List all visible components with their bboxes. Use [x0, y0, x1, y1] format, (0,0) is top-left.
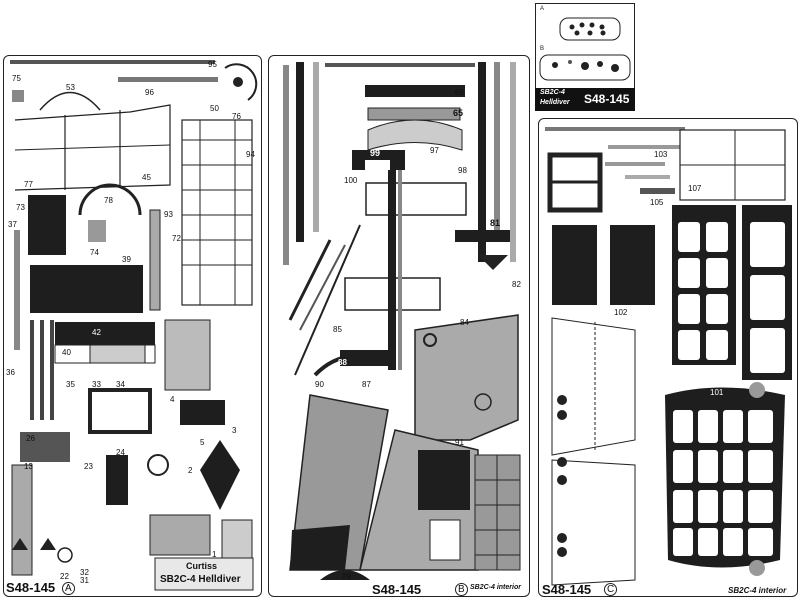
fret-a-caption-line1: Curtiss — [186, 561, 218, 571]
fret-a-part-22: 22 — [60, 572, 69, 581]
fret-a-part-45: 45 — [142, 173, 151, 182]
fret-a-part-26: 26 — [26, 434, 35, 443]
fret-a-part-35: 35 — [66, 380, 75, 389]
fret-b-part-65: 65 — [453, 108, 464, 118]
fret-a-part-75: 75 — [12, 74, 21, 83]
fret-a-part-5: 5 — [200, 438, 205, 447]
fret-a-part-73: 73 — [16, 203, 25, 212]
fret-a-part-94: 94 — [246, 150, 255, 159]
inset-caption-line2: Helldiver — [540, 99, 570, 106]
fret-b-part-84: 84 — [460, 318, 469, 327]
fret-b-part-91: 91 — [455, 438, 464, 447]
fret-a-part-1: 1 — [212, 550, 217, 559]
fret-a-part-77: 77 — [24, 180, 33, 189]
fret-b-letter: B — [455, 583, 468, 596]
fret-a-part-42: 42 — [92, 328, 101, 337]
fret-c-part-102: 102 — [614, 308, 628, 317]
fret-a-part-93: 93 — [164, 210, 173, 219]
fret-a-part-31: 31 — [80, 576, 89, 585]
fret-b-part-89: 89 — [342, 572, 351, 581]
fret-c-part-101: 101 — [710, 388, 724, 397]
fret-b-part-87: 87 — [362, 380, 371, 389]
fret-b-part-100: 100 — [344, 176, 358, 185]
fret-b-part-97: 97 — [430, 146, 439, 155]
inset-caption-line1: SB2C-4 — [540, 89, 565, 96]
fret-a-part-3: 3 — [232, 426, 237, 435]
fret-c-part-107: 107 — [688, 184, 702, 193]
fret-a-part-74: 74 — [90, 248, 99, 257]
fret-a-part-33: 33 — [92, 380, 101, 389]
fret-a-part-76: 76 — [232, 112, 241, 121]
fret-c-letter: C — [604, 583, 618, 596]
fret-b-part-85: 85 — [333, 325, 342, 334]
fret-c-code: S48-145 — [542, 582, 592, 597]
fret-b-part-81: 81 — [490, 218, 501, 228]
fret-b-part-98: 98 — [458, 166, 467, 175]
fret-b-part-99: 99 — [370, 148, 381, 158]
fret-a-part-23: 23 — [84, 462, 93, 471]
inset-code: S48-145 — [584, 92, 630, 106]
inset-letter-a: A — [540, 6, 545, 12]
fret-b-part-82: 82 — [512, 280, 521, 289]
fret-c-part-105: 105 — [650, 198, 664, 207]
fret-a-part-40: 40 — [62, 348, 71, 357]
fret-a-part-13: 13 — [24, 462, 33, 471]
fret-a-part-78: 78 — [104, 196, 113, 205]
fret-a-part-50: 50 — [210, 104, 219, 113]
fret-c-part-103: 103 — [654, 150, 668, 159]
fret-a-code: S48-145 — [6, 580, 56, 595]
fret-b-part-66: 66 — [455, 88, 464, 97]
fret-b-caption: SB2C-4 interior — [470, 584, 521, 591]
fret-b-part-88: 88 — [338, 358, 347, 367]
fret-a-part-37: 37 — [8, 220, 17, 229]
fret-a-part-24: 24 — [116, 448, 125, 457]
fret-a-part-95: 95 — [208, 60, 217, 69]
fret-a-part-39: 39 — [122, 255, 131, 264]
fret-a-part-4: 4 — [170, 395, 175, 404]
fret-b-part-90: 90 — [315, 380, 324, 389]
inset-letter-b: B — [540, 46, 545, 52]
fret-a-letter: A — [62, 582, 75, 595]
fret-a-part-34: 34 — [116, 380, 125, 389]
fret-b-code: S48-145 — [372, 582, 422, 597]
fret-a-part-53: 53 — [66, 83, 75, 92]
fret-c-caption: SB2C-4 interior — [728, 586, 787, 595]
fret-a-part-36: 36 — [6, 368, 15, 377]
fret-a-caption-line2: SB2C-4 Helldiver — [160, 574, 241, 585]
fret-a-part-2: 2 — [188, 466, 193, 475]
fret-a-part-72: 72 — [172, 234, 181, 243]
fret-a-part-32: 32 — [80, 568, 89, 577]
fret-a-part-96: 96 — [145, 88, 154, 97]
